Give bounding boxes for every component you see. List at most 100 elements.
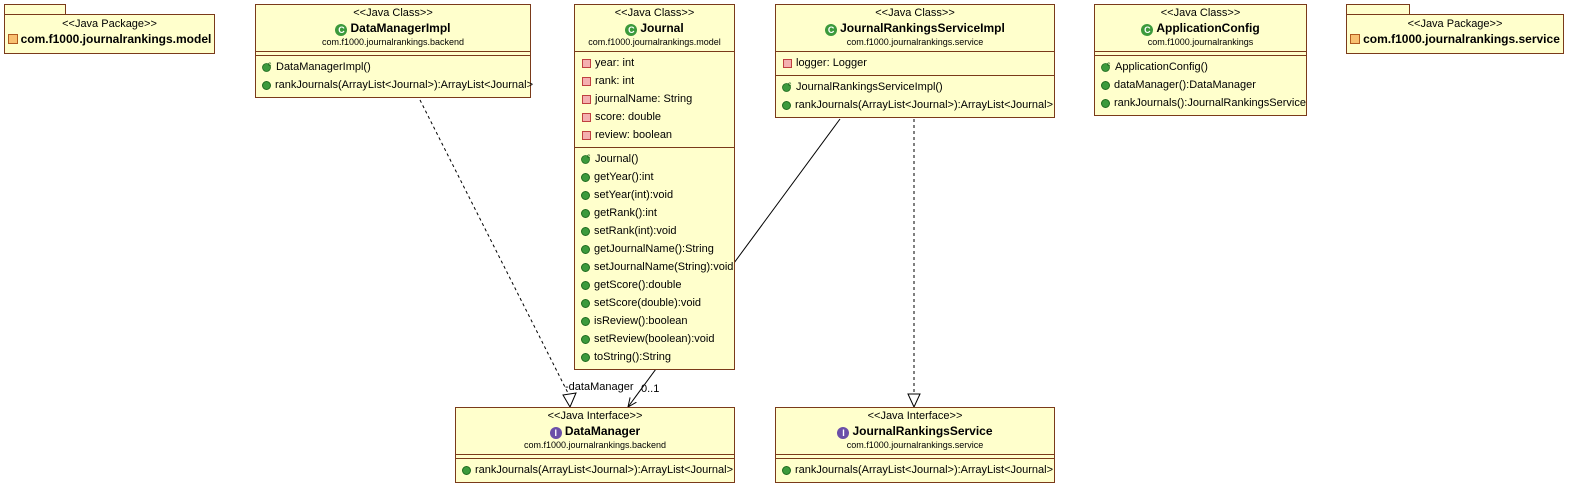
method-label: dataManager():DataManager [1114,79,1256,91]
field-year-int[interactable]: year: int [575,54,734,72]
public-method-icon [1101,98,1110,108]
class-name: ApplicationConfig [1156,21,1260,35]
field-review-boolean[interactable]: review: boolean [575,126,734,144]
stereotype-label: <<Java Class>> [353,7,433,19]
svg-text:c: c [268,62,272,68]
method-label: rankJournals(ArrayList<Journal>):ArrayLi… [275,79,534,91]
public-method-icon [581,244,590,254]
method-getyear-int[interactable]: getYear():int [575,168,734,186]
method-rankjournals-arraylist-journal-arraylist-journal[interactable]: rankJournals(ArrayList<Journal>):ArrayLi… [456,461,734,479]
private-field-icon [582,112,591,122]
method-rankjournals-arraylist-journal-arraylist-journal[interactable]: rankJournals(ArrayList<Journal>):ArrayLi… [776,461,1054,479]
public-method-icon [581,298,590,308]
package-icon [1350,34,1361,44]
method-label: getJournalName():String [594,243,714,255]
method-getjournalname-string[interactable]: getJournalName():String [575,240,734,258]
svg-text:c: c [587,154,591,160]
public-method-icon [581,280,590,290]
constructor-icon: c [262,62,272,72]
method-setscore-double-void[interactable]: setScore(double):void [575,294,734,312]
private-field-icon [582,94,591,104]
package-icon [7,34,18,44]
realization-arrowhead-service [907,393,921,409]
field-rank-int[interactable]: rank: int [575,72,734,90]
method-tostring-string[interactable]: toString():String [575,348,734,366]
public-method-icon [782,465,791,475]
methods-section: rankJournals(ArrayList<Journal>):ArrayLi… [776,458,1054,482]
public-method-icon [581,352,590,362]
field-label: year: int [595,57,635,69]
field-logger-logger[interactable]: logger: Logger [776,54,1054,72]
stereotype-label: <<Java Interface>> [867,410,963,422]
method-getscore-double[interactable]: getScore():double [575,276,734,294]
methods-section: rankJournals(ArrayList<Journal>):ArrayLi… [456,458,734,482]
interface-icon: I [837,427,850,439]
package-service[interactable]: <<Java Package>> com.f1000.journalrankin… [1346,4,1564,54]
class-name: Journal [640,21,684,35]
field-score-double[interactable]: score: double [575,108,734,126]
method-rankjournals-journalrankingsservice[interactable]: rankJournals():JournalRankingsService [1095,94,1306,112]
private-field-icon [582,130,591,140]
fields-section [776,454,1054,458]
package-name: com.f1000.journalrankings.service [1363,32,1560,46]
method-rankjournals-arraylist-journal-arraylist-journal[interactable]: rankJournals(ArrayList<Journal>):ArrayLi… [256,76,534,94]
class-name: DataManagerImpl [350,21,451,35]
stereotype-label: <<Java Interface>> [547,410,643,422]
method-label: setYear(int):void [594,189,674,201]
method-rankjournals-arraylist-journal-arraylist-journal[interactable]: rankJournals(ArrayList<Journal>):ArrayLi… [776,96,1054,114]
public-method-icon [581,208,590,218]
method-label: getYear():int [594,171,654,183]
method-journal[interactable]: c Journal() [575,150,734,168]
method-datamanager-datamanager[interactable]: dataManager():DataManager [1095,76,1306,94]
class-name: JournalRankingsService [852,424,993,438]
method-label: Journal() [595,153,639,165]
class-package: com.f1000.journalrankings.service [846,37,984,47]
public-method-icon [581,316,590,326]
method-setyear-int-void[interactable]: setYear(int):void [575,186,734,204]
method-setreview-boolean-void[interactable]: setReview(boolean):void [575,330,734,348]
private-field-icon [582,58,591,68]
package-model[interactable]: <<Java Package>> com.f1000.journalrankin… [4,4,215,54]
stereotype-label: <<Java Class>> [614,7,695,19]
package-tab [1346,4,1410,14]
field-journalname-string[interactable]: journalName: String [575,90,734,108]
class-icon: C [625,24,638,36]
method-label: setRank(int):void [594,225,677,237]
package-name: com.f1000.journalrankings.model [20,32,212,46]
private-field-icon [582,76,591,86]
field-label: review: boolean [595,129,673,141]
method-label: JournalRankingsServiceImpl() [796,81,943,93]
association-role-label: -dataManager [565,381,634,393]
public-method-icon [581,334,590,344]
package-body: <<Java Package>> com.f1000.journalrankin… [1346,14,1564,54]
class-icon: C [1141,24,1154,36]
fields-section [456,454,734,458]
field-label: logger: Logger [796,57,867,69]
public-method-icon [581,262,590,272]
realization-line-datamanagerimpl [419,99,571,398]
method-getrank-int[interactable]: getRank():int [575,204,734,222]
method-setrank-int-void[interactable]: setRank(int):void [575,222,734,240]
method-isreview-boolean[interactable]: isReview():boolean [575,312,734,330]
class-icon: C [335,24,348,36]
method-setjournalname-string-void[interactable]: setJournalName(String):void [575,258,734,276]
method-label: setJournalName(String):void [594,261,734,273]
public-method-icon [581,226,590,236]
package-stereotype: <<Java Package>> [62,18,157,30]
